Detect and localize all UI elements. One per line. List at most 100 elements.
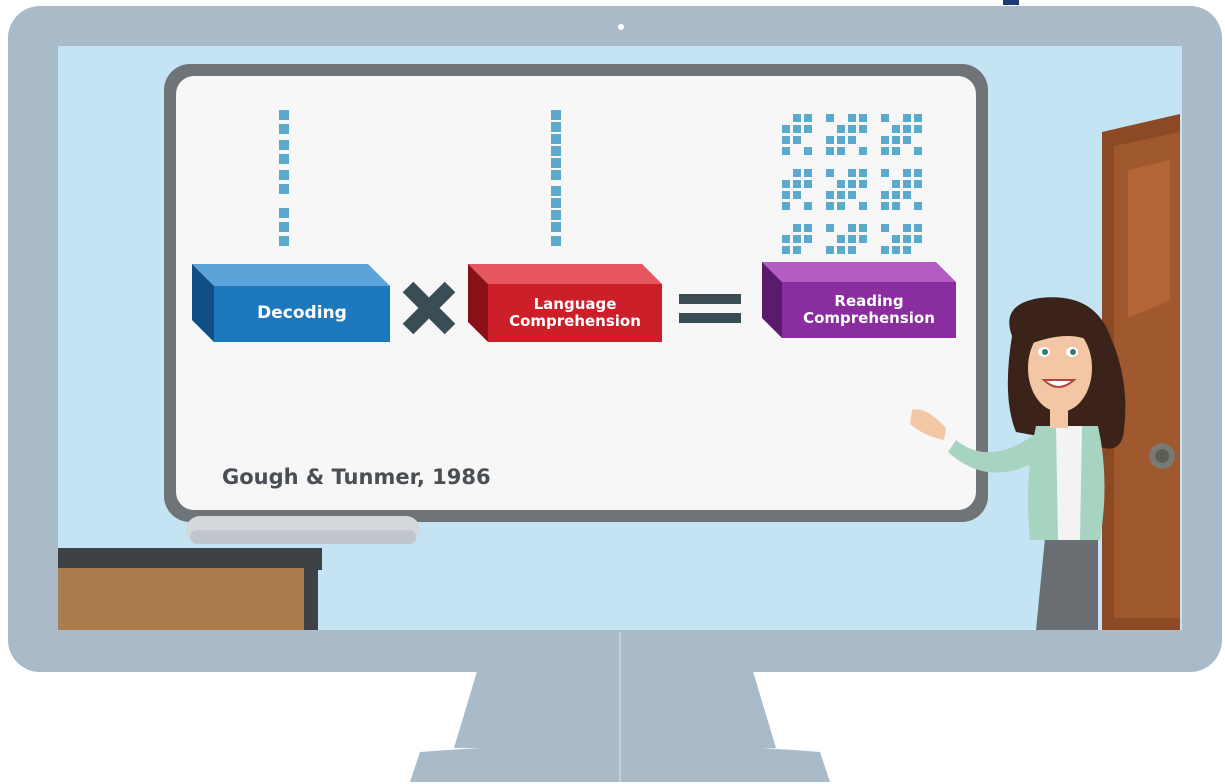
pixel-block xyxy=(848,224,856,232)
pixel-block xyxy=(804,147,812,155)
pixel-block xyxy=(826,191,834,199)
pixel-block xyxy=(914,180,922,188)
pixel-block xyxy=(551,222,561,232)
language-comprehension-box xyxy=(468,264,662,342)
pixel-block xyxy=(881,147,889,155)
webcam-dot xyxy=(618,24,624,30)
pixel-block xyxy=(551,198,561,208)
pixel-block xyxy=(279,154,289,164)
pixel-block xyxy=(279,236,289,246)
pixel-block xyxy=(793,114,801,122)
pixel-block xyxy=(892,136,900,144)
pixel-block xyxy=(826,136,834,144)
pixel-block xyxy=(859,235,867,243)
pixel-block xyxy=(903,125,911,133)
pixel-block xyxy=(903,169,911,177)
pixel-block xyxy=(551,158,561,168)
pixel-block xyxy=(551,186,561,196)
pixel-block xyxy=(279,184,289,194)
monitor-stand xyxy=(410,668,830,782)
pixel-block xyxy=(848,114,856,122)
desk xyxy=(58,548,322,630)
pixel-block xyxy=(782,147,790,155)
pixel-block xyxy=(903,136,911,144)
pixel-block xyxy=(279,208,289,218)
pixel-block xyxy=(793,169,801,177)
pixel-block xyxy=(837,180,845,188)
pixel-block xyxy=(903,224,911,232)
pixel-block xyxy=(881,169,889,177)
citation-text: Gough & Tunmer, 1986 xyxy=(222,465,491,489)
pixel-block xyxy=(848,125,856,133)
corner-decoration xyxy=(1003,0,1019,5)
pixel-block xyxy=(804,169,812,177)
pixel-block xyxy=(848,180,856,188)
teacher-character xyxy=(910,297,1126,630)
reading-comprehension-box xyxy=(762,262,956,338)
pixel-block xyxy=(859,202,867,210)
reading-comprehension-text: Comprehension xyxy=(803,309,935,327)
decoding-text: Decoding xyxy=(257,303,347,324)
pixel-block xyxy=(881,202,889,210)
pixel-block xyxy=(826,169,834,177)
reading-text: Reading xyxy=(834,291,904,310)
pixel-block xyxy=(804,235,812,243)
pixel-block xyxy=(793,136,801,144)
pixel-block xyxy=(782,136,790,144)
pixel-block xyxy=(859,114,867,122)
pixel-block xyxy=(782,191,790,199)
pixel-block xyxy=(903,180,911,188)
pixel-block xyxy=(837,246,845,254)
pixel-block xyxy=(903,191,911,199)
pixel-block xyxy=(892,202,900,210)
pixel-block xyxy=(279,170,289,180)
pixel-block xyxy=(826,202,834,210)
language-pixel-column xyxy=(551,110,561,246)
pixel-block xyxy=(804,114,812,122)
pixel-block xyxy=(892,125,900,133)
pixel-block xyxy=(881,136,889,144)
pixel-block xyxy=(914,235,922,243)
pixel-block xyxy=(914,202,922,210)
pixel-block xyxy=(859,169,867,177)
pixel-block xyxy=(848,191,856,199)
pixel-block xyxy=(826,246,834,254)
pixel-block xyxy=(782,125,790,133)
pixel-block xyxy=(793,224,801,232)
pixel-block xyxy=(903,235,911,243)
pixel-block xyxy=(892,180,900,188)
pixel-block xyxy=(804,180,812,188)
pixel-block xyxy=(551,134,561,144)
pixel-block xyxy=(793,125,801,133)
language-comprehension-label: Language Comprehension xyxy=(488,284,662,342)
pixel-block xyxy=(837,125,845,133)
pixel-block xyxy=(551,122,561,132)
pixel-block xyxy=(837,202,845,210)
pixel-block xyxy=(782,202,790,210)
pixel-block xyxy=(903,246,911,254)
language-text: Language xyxy=(533,294,617,313)
door xyxy=(1102,114,1180,630)
pixel-block xyxy=(881,224,889,232)
pixel-block xyxy=(804,125,812,133)
pixel-block xyxy=(914,125,922,133)
pixel-block xyxy=(793,191,801,199)
comprehension-text: Comprehension xyxy=(509,312,641,330)
pixel-block xyxy=(914,224,922,232)
equals-icon xyxy=(679,294,741,323)
pixel-block xyxy=(826,224,834,232)
pixel-block xyxy=(903,114,911,122)
pixel-block xyxy=(837,235,845,243)
pixel-block xyxy=(793,235,801,243)
pixel-block xyxy=(279,222,289,232)
pixel-block xyxy=(892,191,900,199)
decoding-label: Decoding xyxy=(214,286,390,342)
pixel-block xyxy=(804,202,812,210)
decoding-pixel-column xyxy=(279,110,289,246)
pixel-block xyxy=(782,180,790,188)
pixel-block xyxy=(551,146,561,156)
pixel-block xyxy=(914,147,922,155)
pixel-block xyxy=(793,246,801,254)
reading-comprehension-label: Reading Comprehension xyxy=(782,282,956,338)
